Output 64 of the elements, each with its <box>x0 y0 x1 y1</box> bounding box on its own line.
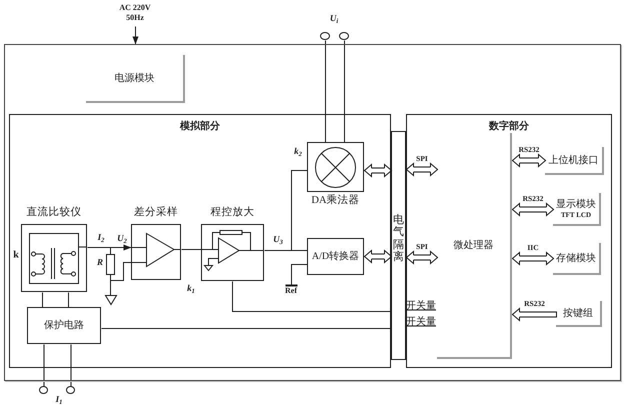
wire <box>42 292 43 308</box>
section-title: 数字部分 <box>489 121 529 133</box>
wire <box>70 344 72 387</box>
section-panel <box>406 114 612 368</box>
signal-label: U$_{3}$ <box>273 235 283 245</box>
wire <box>264 170 308 251</box>
module-box <box>545 147 604 175</box>
module-label: 存储模块 <box>556 252 596 264</box>
module-label: A/D转换器 <box>312 250 360 263</box>
module-label: 电源模块 <box>114 72 154 84</box>
switch-signal-label: 开关量 <box>406 300 436 312</box>
module-box <box>86 55 185 103</box>
module-box <box>437 133 512 359</box>
module-label: 显示模块 <box>556 198 596 210</box>
module-label: 上位机接口 <box>548 154 598 166</box>
device-enclosure <box>4 44 621 381</box>
wire <box>325 40 326 143</box>
signal-label: R <box>97 258 103 268</box>
signal-label: U$_{i}$ <box>330 14 338 24</box>
double-arrow <box>406 251 438 264</box>
double-arrow <box>512 154 546 167</box>
module-box <box>553 193 601 226</box>
module-label: 微处理器 <box>454 238 494 252</box>
terminal-icon <box>66 386 75 394</box>
block-title: 程控放大 <box>210 206 254 220</box>
arrow <box>132 26 138 45</box>
wire <box>232 281 392 312</box>
arrow <box>87 244 132 250</box>
module-box <box>556 301 602 327</box>
wire <box>68 292 69 308</box>
side-label: k$_{2}$ <box>294 147 302 157</box>
block-arrow <box>512 308 557 321</box>
section-panel <box>9 114 391 368</box>
double-arrow <box>364 250 392 263</box>
module-box <box>27 307 101 344</box>
isolation-strip <box>391 131 406 360</box>
side-label: k <box>13 250 19 260</box>
section-title: 模拟部分 <box>180 121 220 133</box>
signal-caption: Ref <box>285 286 297 296</box>
reference-line <box>286 264 308 286</box>
block-title: 直流比较仪 <box>26 206 82 220</box>
module-box <box>307 238 364 275</box>
wire <box>181 249 202 250</box>
signal-label: U$_{2}$ <box>117 234 127 244</box>
block-title: 差分采样 <box>134 206 178 220</box>
wire <box>101 328 392 329</box>
signal-label: k$_{1}$ <box>187 284 195 294</box>
signal-label: I$_{1}$ <box>56 395 62 405</box>
double-arrow <box>512 252 554 265</box>
double-arrow <box>406 163 438 176</box>
module-label: 保护电路 <box>44 319 84 332</box>
module-box <box>553 243 601 275</box>
double-arrow <box>512 203 554 216</box>
signal-label: I$_{2}$ <box>98 233 104 243</box>
terminal-icon <box>39 386 48 394</box>
block-title: DA乘法器 <box>311 194 360 208</box>
terminal-icon <box>320 32 330 40</box>
module-label: 按键组 <box>563 306 593 320</box>
vertical-label: 电气隔离 <box>393 214 404 263</box>
double-arrow <box>364 164 392 177</box>
switch-signal-label: 开关量 <box>406 316 436 328</box>
signal-caption: AC 220V 50Hz <box>118 3 152 23</box>
wire <box>344 40 345 143</box>
terminal-icon <box>339 32 349 40</box>
